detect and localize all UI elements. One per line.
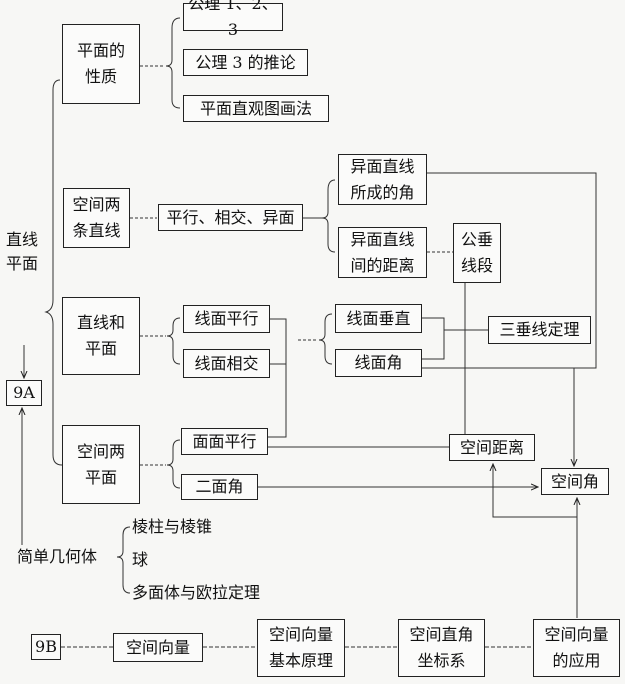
two-planes: 空间两 平面 — [62, 425, 140, 504]
line-plane-intersect: 线面相交 — [183, 349, 270, 378]
line-and-plane: 直线和 平面 — [62, 297, 140, 375]
axioms-123: 公理 1、2、3 — [183, 0, 283, 39]
line-relations: 平行、相交、异面 — [158, 204, 303, 231]
prism-pyramid: 棱柱与棱锥 — [132, 517, 213, 536]
brace-solids — [116, 526, 131, 594]
tag-9b: 9B — [31, 634, 61, 660]
space-angle: 空间角 — [541, 468, 609, 495]
two-lines: 空间两 条直线 — [63, 188, 130, 248]
brace-skew — [321, 179, 336, 253]
root-brace — [44, 79, 63, 466]
space-vector: 空间向量 — [113, 633, 203, 662]
simple-solids: 简单几何体 — [17, 547, 98, 566]
root-label: 直线 平面 — [6, 230, 39, 273]
common-perpendicular: 公垂 线段 — [453, 223, 501, 283]
dihedral-angle: 二面角 — [181, 474, 258, 500]
sphere: 球 — [132, 550, 149, 569]
tag-9a: 9A — [6, 380, 42, 406]
skew-angle: 异面直线 所成的角 — [338, 154, 427, 205]
plane-plane-parallel: 面面平行 — [181, 428, 268, 455]
intuitive-drawing: 平面直观图画法 — [183, 95, 329, 122]
polyhedra-euler: 多面体与欧拉定理 — [132, 583, 261, 602]
line-plane-parallel: 线面平行 — [183, 305, 270, 333]
brace-properties — [165, 17, 181, 109]
vector-applications: 空间向量 的应用 — [533, 619, 620, 677]
skew-distance: 异面直线 间的距离 — [338, 227, 427, 278]
line-plane-angle: 线面角 — [335, 349, 422, 377]
axiom-3-corollary: 公理 3 的推论 — [183, 49, 308, 76]
plane-properties: 平面的 性质 — [62, 24, 140, 104]
line-plane-perpendicular: 线面垂直 — [335, 304, 422, 333]
coordinate-system: 空间直角 坐标系 — [398, 619, 485, 677]
vector-basic-principles: 空间向量 基本原理 — [257, 619, 345, 677]
three-perpendiculars-theorem: 三垂线定理 — [488, 316, 591, 344]
space-distance: 空间距离 — [449, 434, 535, 461]
